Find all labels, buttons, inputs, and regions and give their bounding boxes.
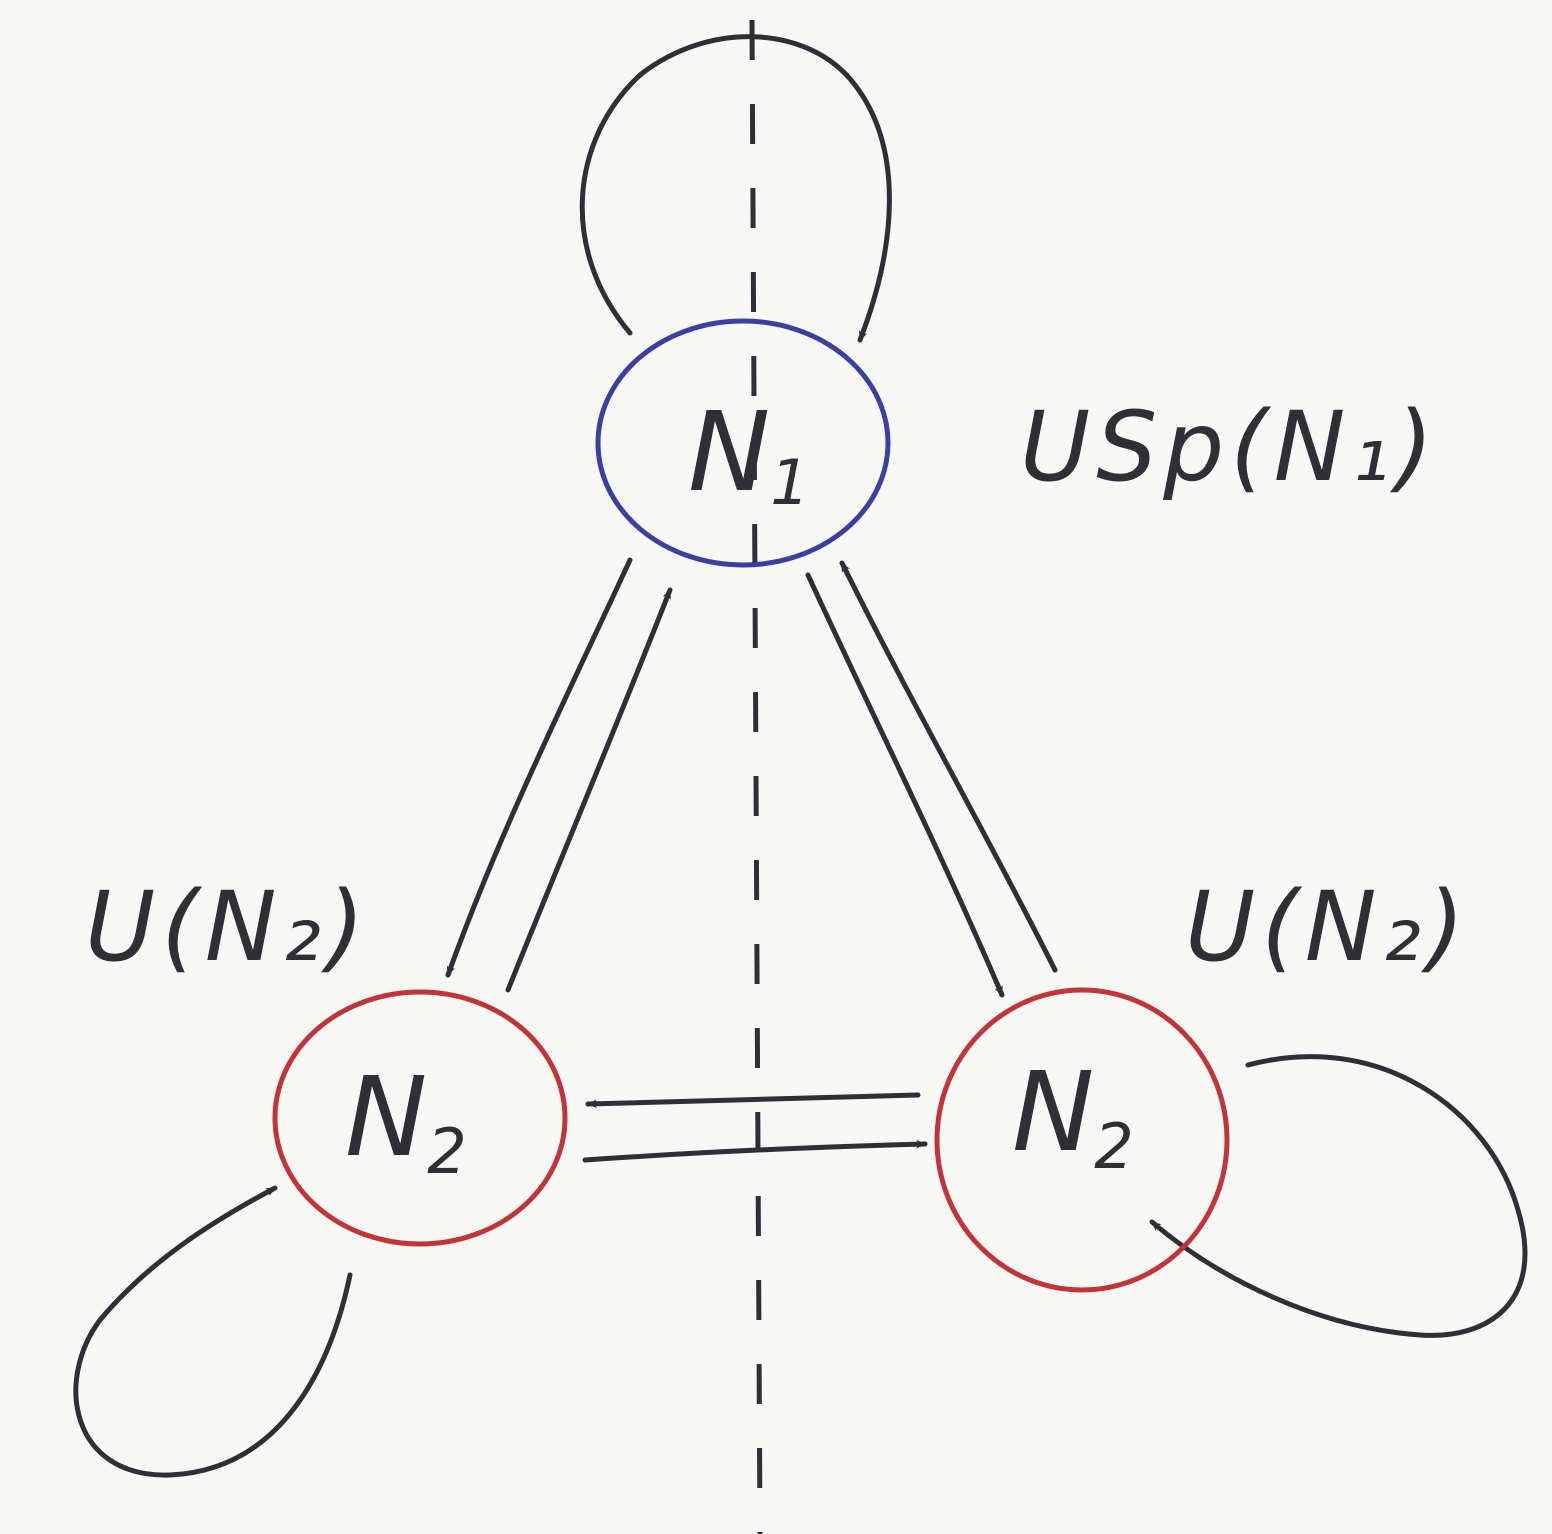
right-u-node-circle — [934, 987, 1230, 1293]
left-to-top-arrow — [505, 587, 673, 993]
top-to-right-arrow — [805, 572, 1005, 998]
top-node-self-loop-arrow — [579, 34, 892, 343]
left-u-node-circle — [272, 989, 568, 1247]
right-to-left-arrow — [585, 1092, 921, 1109]
top-node-label-main: N — [688, 388, 770, 516]
usp-node-circle — [595, 318, 891, 568]
left-node-label-main: N — [345, 1053, 427, 1181]
symmetry-axis-dashed-line — [749, 19, 763, 1534]
top-node-label: N1 — [688, 388, 810, 519]
right-node-group-label: U(N₂) — [1185, 871, 1470, 983]
top-to-left-arrow — [445, 557, 633, 978]
left-node-group-label: U(N₂) — [85, 871, 370, 983]
top-node-group-label: USp(N₁) — [1020, 391, 1439, 503]
right-node-label-sub: 2 — [1094, 1110, 1133, 1183]
left-node-label-sub: 2 — [427, 1115, 466, 1188]
right-to-top-arrow — [839, 560, 1058, 973]
left-node-self-loop-arrow — [73, 1185, 353, 1478]
left-node-label: N2 — [345, 1053, 467, 1188]
right-node-label: N2 — [1012, 1048, 1134, 1183]
left-to-right-arrow — [582, 1139, 928, 1163]
right-node-label-main: N — [1012, 1048, 1094, 1176]
right-node-self-loop-arrow — [1149, 1054, 1528, 1338]
top-node-label-sub: 1 — [770, 446, 809, 519]
